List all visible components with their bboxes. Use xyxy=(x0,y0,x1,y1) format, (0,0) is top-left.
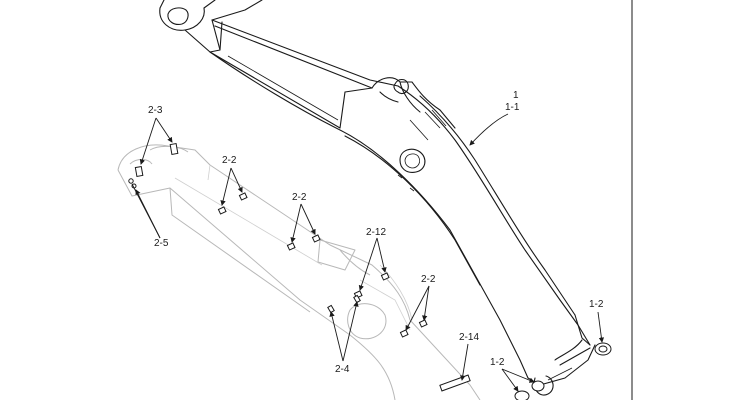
small-parts xyxy=(128,142,612,400)
label-2-5: 2-5 xyxy=(154,238,169,249)
bolt-2-5-a xyxy=(128,178,134,184)
pad-2-2-c1 xyxy=(399,329,409,338)
ghost-boom xyxy=(117,144,481,400)
pad-2-2-c2 xyxy=(418,319,428,328)
label-2-2-b: 2-2 xyxy=(292,192,307,203)
pad-2-2-b2 xyxy=(311,234,321,243)
boom-foot xyxy=(159,7,205,31)
pad-2-12-b xyxy=(380,272,390,281)
leader-lines xyxy=(131,113,605,392)
label-2-2-c: 2-2 xyxy=(421,274,436,285)
label-2-2-a: 2-2 xyxy=(222,155,237,166)
label-2-14: 2-14 xyxy=(459,332,479,343)
label-2-12: 2-12 xyxy=(366,227,386,238)
label-1-1: 1-1 xyxy=(505,102,520,113)
pad-2-2-a2 xyxy=(238,192,248,201)
pad-2-3-a xyxy=(169,142,179,156)
main-boom xyxy=(159,0,596,396)
pin-1-2-bottom-b xyxy=(531,380,545,392)
label-2-4: 2-4 xyxy=(335,364,350,375)
label-1-2-right: 1-2 xyxy=(589,299,604,310)
pin-1-2-bottom-a xyxy=(514,390,530,400)
pad-2-2-b1 xyxy=(286,242,296,251)
side-boss xyxy=(399,148,426,173)
label-1: 1 xyxy=(513,90,519,101)
plate-2-14 xyxy=(439,374,471,392)
pad-2-3-b xyxy=(134,165,144,178)
shim-2-4-a xyxy=(327,304,335,314)
label-1-2-bottom: 1-2 xyxy=(490,357,505,368)
label-2-3: 2-3 xyxy=(148,105,163,116)
pad-2-2-a1 xyxy=(217,206,227,215)
callout-labels: 1 1-1 2-3 2-2 2-2 2-5 2-12 2-2 2-4 2-14 … xyxy=(148,90,604,375)
